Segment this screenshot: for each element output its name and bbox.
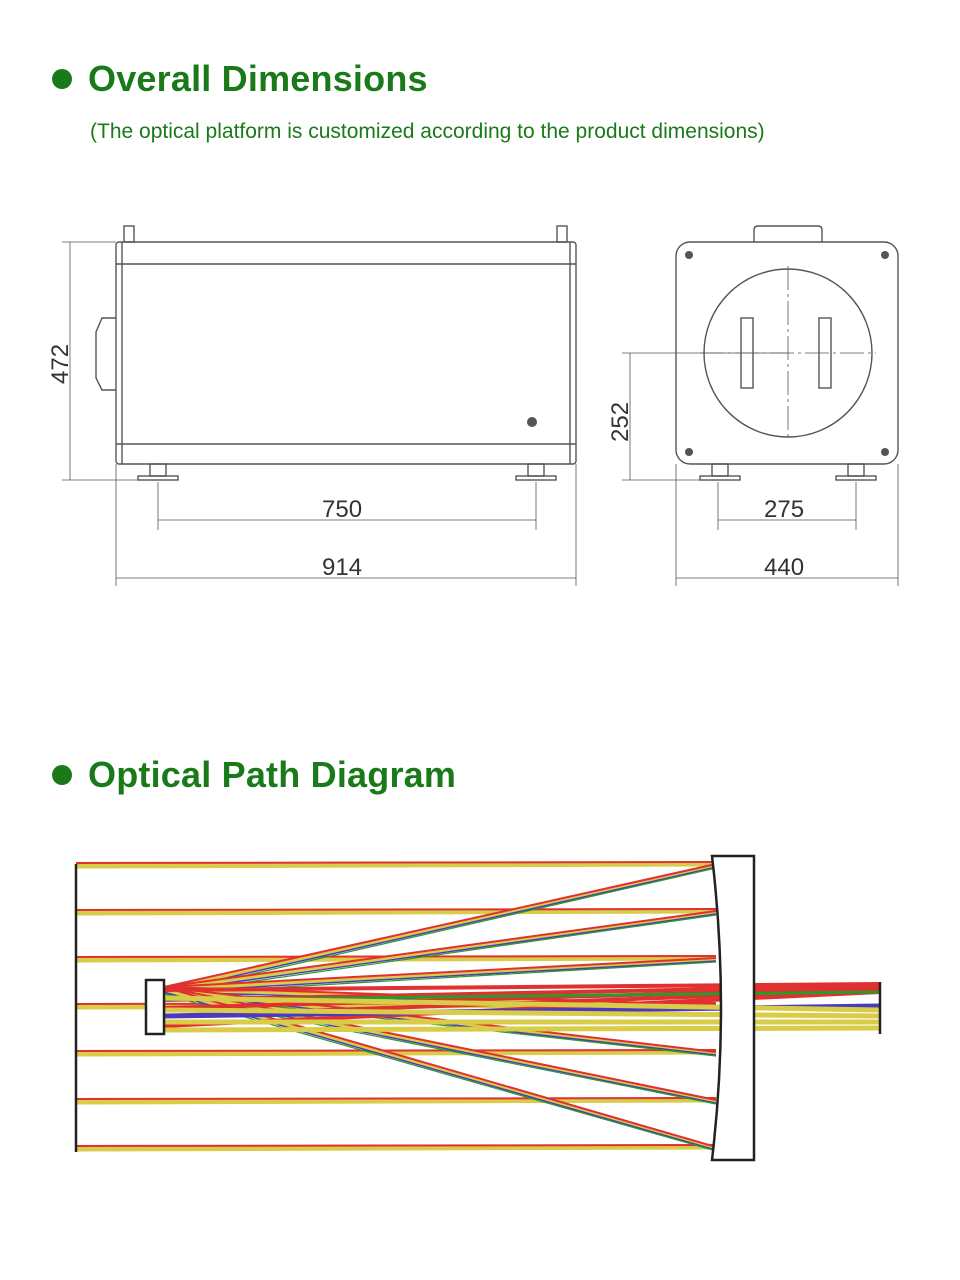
ray-bundle	[75, 861, 881, 1152]
ray	[75, 1144, 717, 1152]
dimension-drawing: 472 750 914 252 275 440	[47, 225, 899, 586]
dim-label-feet-span: 750	[322, 496, 362, 523]
ray	[163, 960, 717, 993]
optical-path-diagram	[74, 854, 882, 1162]
bullet-icon	[52, 69, 72, 89]
ray	[75, 908, 717, 911]
ray	[163, 982, 881, 992]
side-view-body	[115, 241, 577, 465]
optical-path-heading: Optical Path Diagram	[88, 754, 457, 795]
ray	[163, 914, 717, 995]
ray	[163, 913, 717, 993]
ray	[163, 911, 717, 992]
ray	[163, 864, 717, 992]
ray	[75, 1097, 717, 1105]
ray	[163, 867, 717, 995]
ray	[163, 1007, 881, 1019]
ray	[75, 1049, 717, 1057]
dim-label-axis-height: 252	[607, 402, 634, 442]
dimensions-heading: Overall Dimensions	[88, 58, 428, 99]
ray	[163, 958, 717, 992]
ray	[75, 1097, 717, 1100]
dim-label-front-feet-span: 275	[764, 496, 804, 523]
ray	[163, 993, 717, 1152]
ray	[75, 1049, 717, 1052]
dimensions-section-header: Overall Dimensions	[52, 58, 428, 100]
ray	[163, 991, 717, 1151]
ray	[163, 986, 881, 1010]
ray	[75, 908, 717, 916]
ray	[163, 957, 717, 988]
ray	[75, 861, 717, 869]
dim-label-total-length: 914	[322, 554, 362, 581]
ray	[163, 910, 717, 988]
secondary-mirror	[144, 978, 166, 1036]
ray	[75, 861, 717, 864]
ray	[163, 863, 717, 988]
optical-path-section-header: Optical Path Diagram	[52, 754, 456, 796]
primary-mirror	[710, 854, 756, 1162]
ray	[163, 995, 881, 1013]
ray	[75, 1144, 717, 1147]
dim-label-side-height: 472	[47, 344, 74, 384]
bullet-icon	[52, 765, 72, 785]
ray	[163, 1025, 881, 1033]
ray	[163, 866, 717, 993]
dim-label-total-width: 440	[764, 554, 804, 581]
dimensions-note: (The optical platform is customized acco…	[90, 120, 765, 143]
